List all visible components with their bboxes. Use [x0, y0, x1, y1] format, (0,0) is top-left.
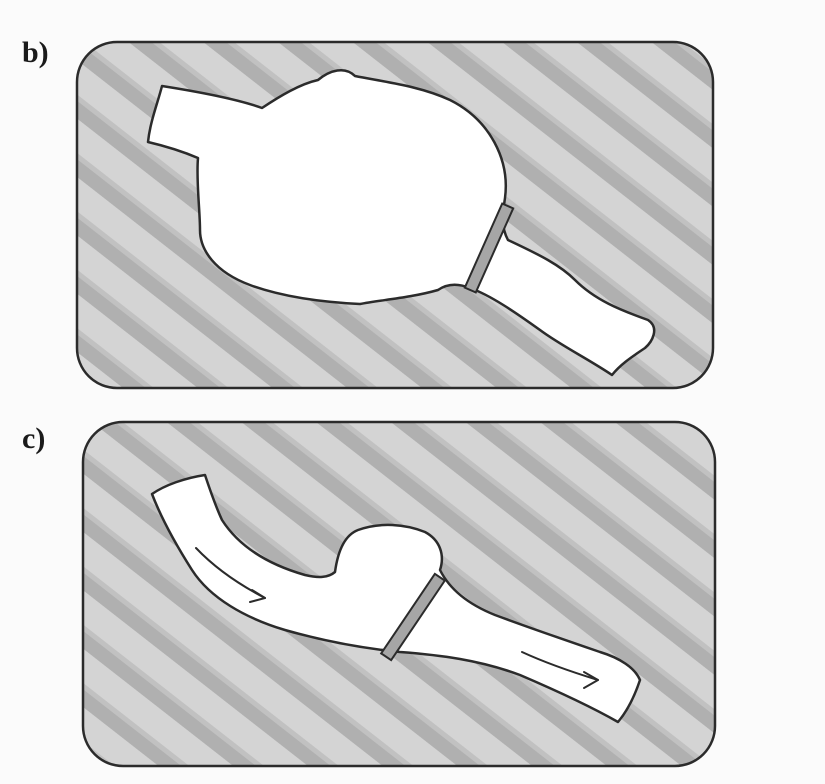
panel-c: [83, 422, 715, 766]
panel-b: [77, 42, 713, 388]
